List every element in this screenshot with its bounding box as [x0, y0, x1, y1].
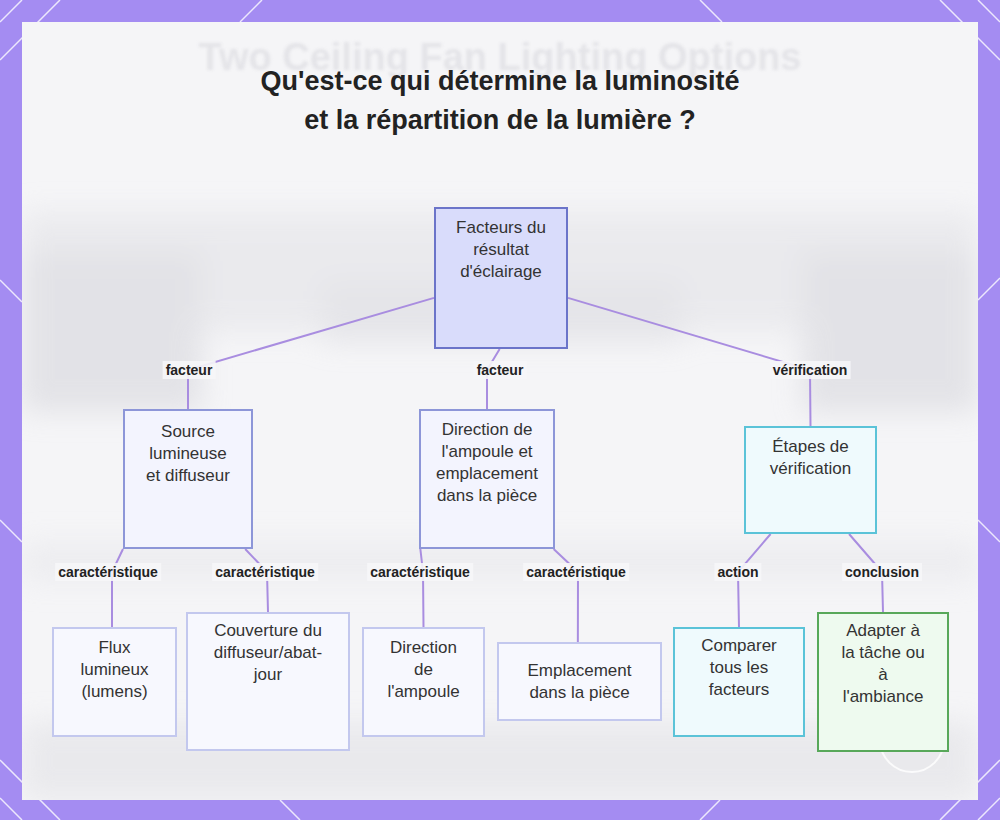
detail-box: Adapter à la tâche ou à l'ambiance	[817, 612, 949, 752]
node-text: Emplacement dans la pièce	[518, 660, 642, 704]
node-text: Source lumineuse et diffuseur	[142, 421, 234, 487]
diagram-title: Qu'est-ce qui détermine la luminosité et…	[255, 62, 745, 140]
detail-box: Comparer tous les facteurs	[673, 627, 805, 737]
edge-label: action	[714, 563, 761, 581]
edge-label: caractéristique	[55, 563, 161, 581]
edge-label: caractéristique	[523, 563, 629, 581]
node-text: Couverture du diffuseur/abat-jour	[201, 620, 335, 686]
category-box: Étapes de vérification	[744, 426, 877, 534]
connector-line	[420, 549, 423, 627]
node-text: Facteurs du résultat d'éclairage	[455, 217, 547, 283]
edge-label: conclusion	[842, 563, 922, 581]
node-text: Adapter à la tâche ou à l'ambiance	[839, 620, 927, 708]
edge-label: caractéristique	[212, 563, 318, 581]
node-text: Comparer tous les facteurs	[698, 635, 780, 701]
connector-line	[487, 349, 500, 409]
detail-box: Flux lumineux (lumens)	[52, 627, 177, 737]
node-text: Flux lumineux (lumens)	[74, 637, 156, 703]
detail-box: Emplacement dans la pièce	[497, 642, 662, 721]
detail-box: Couverture du diffuseur/abat-jour	[186, 612, 350, 751]
root-box: Facteurs du résultat d'éclairage	[434, 207, 568, 349]
edge-label: facteur	[474, 361, 527, 379]
edge-label: facteur	[163, 361, 216, 379]
connector-line	[112, 549, 123, 627]
node-text: Direction de l'ampoule	[383, 637, 465, 703]
edge-label: caractéristique	[367, 563, 473, 581]
node-text: Direction de l'ampoule et emplacement da…	[425, 419, 549, 507]
edge-label: vérification	[770, 361, 851, 379]
connector-line	[188, 298, 434, 409]
node-text: Étapes de vérification	[755, 436, 867, 480]
category-box: Source lumineuse et diffuseur	[123, 409, 253, 549]
detail-box: Direction de l'ampoule	[362, 627, 485, 737]
category-box: Direction de l'ampoule et emplacement da…	[419, 409, 555, 549]
